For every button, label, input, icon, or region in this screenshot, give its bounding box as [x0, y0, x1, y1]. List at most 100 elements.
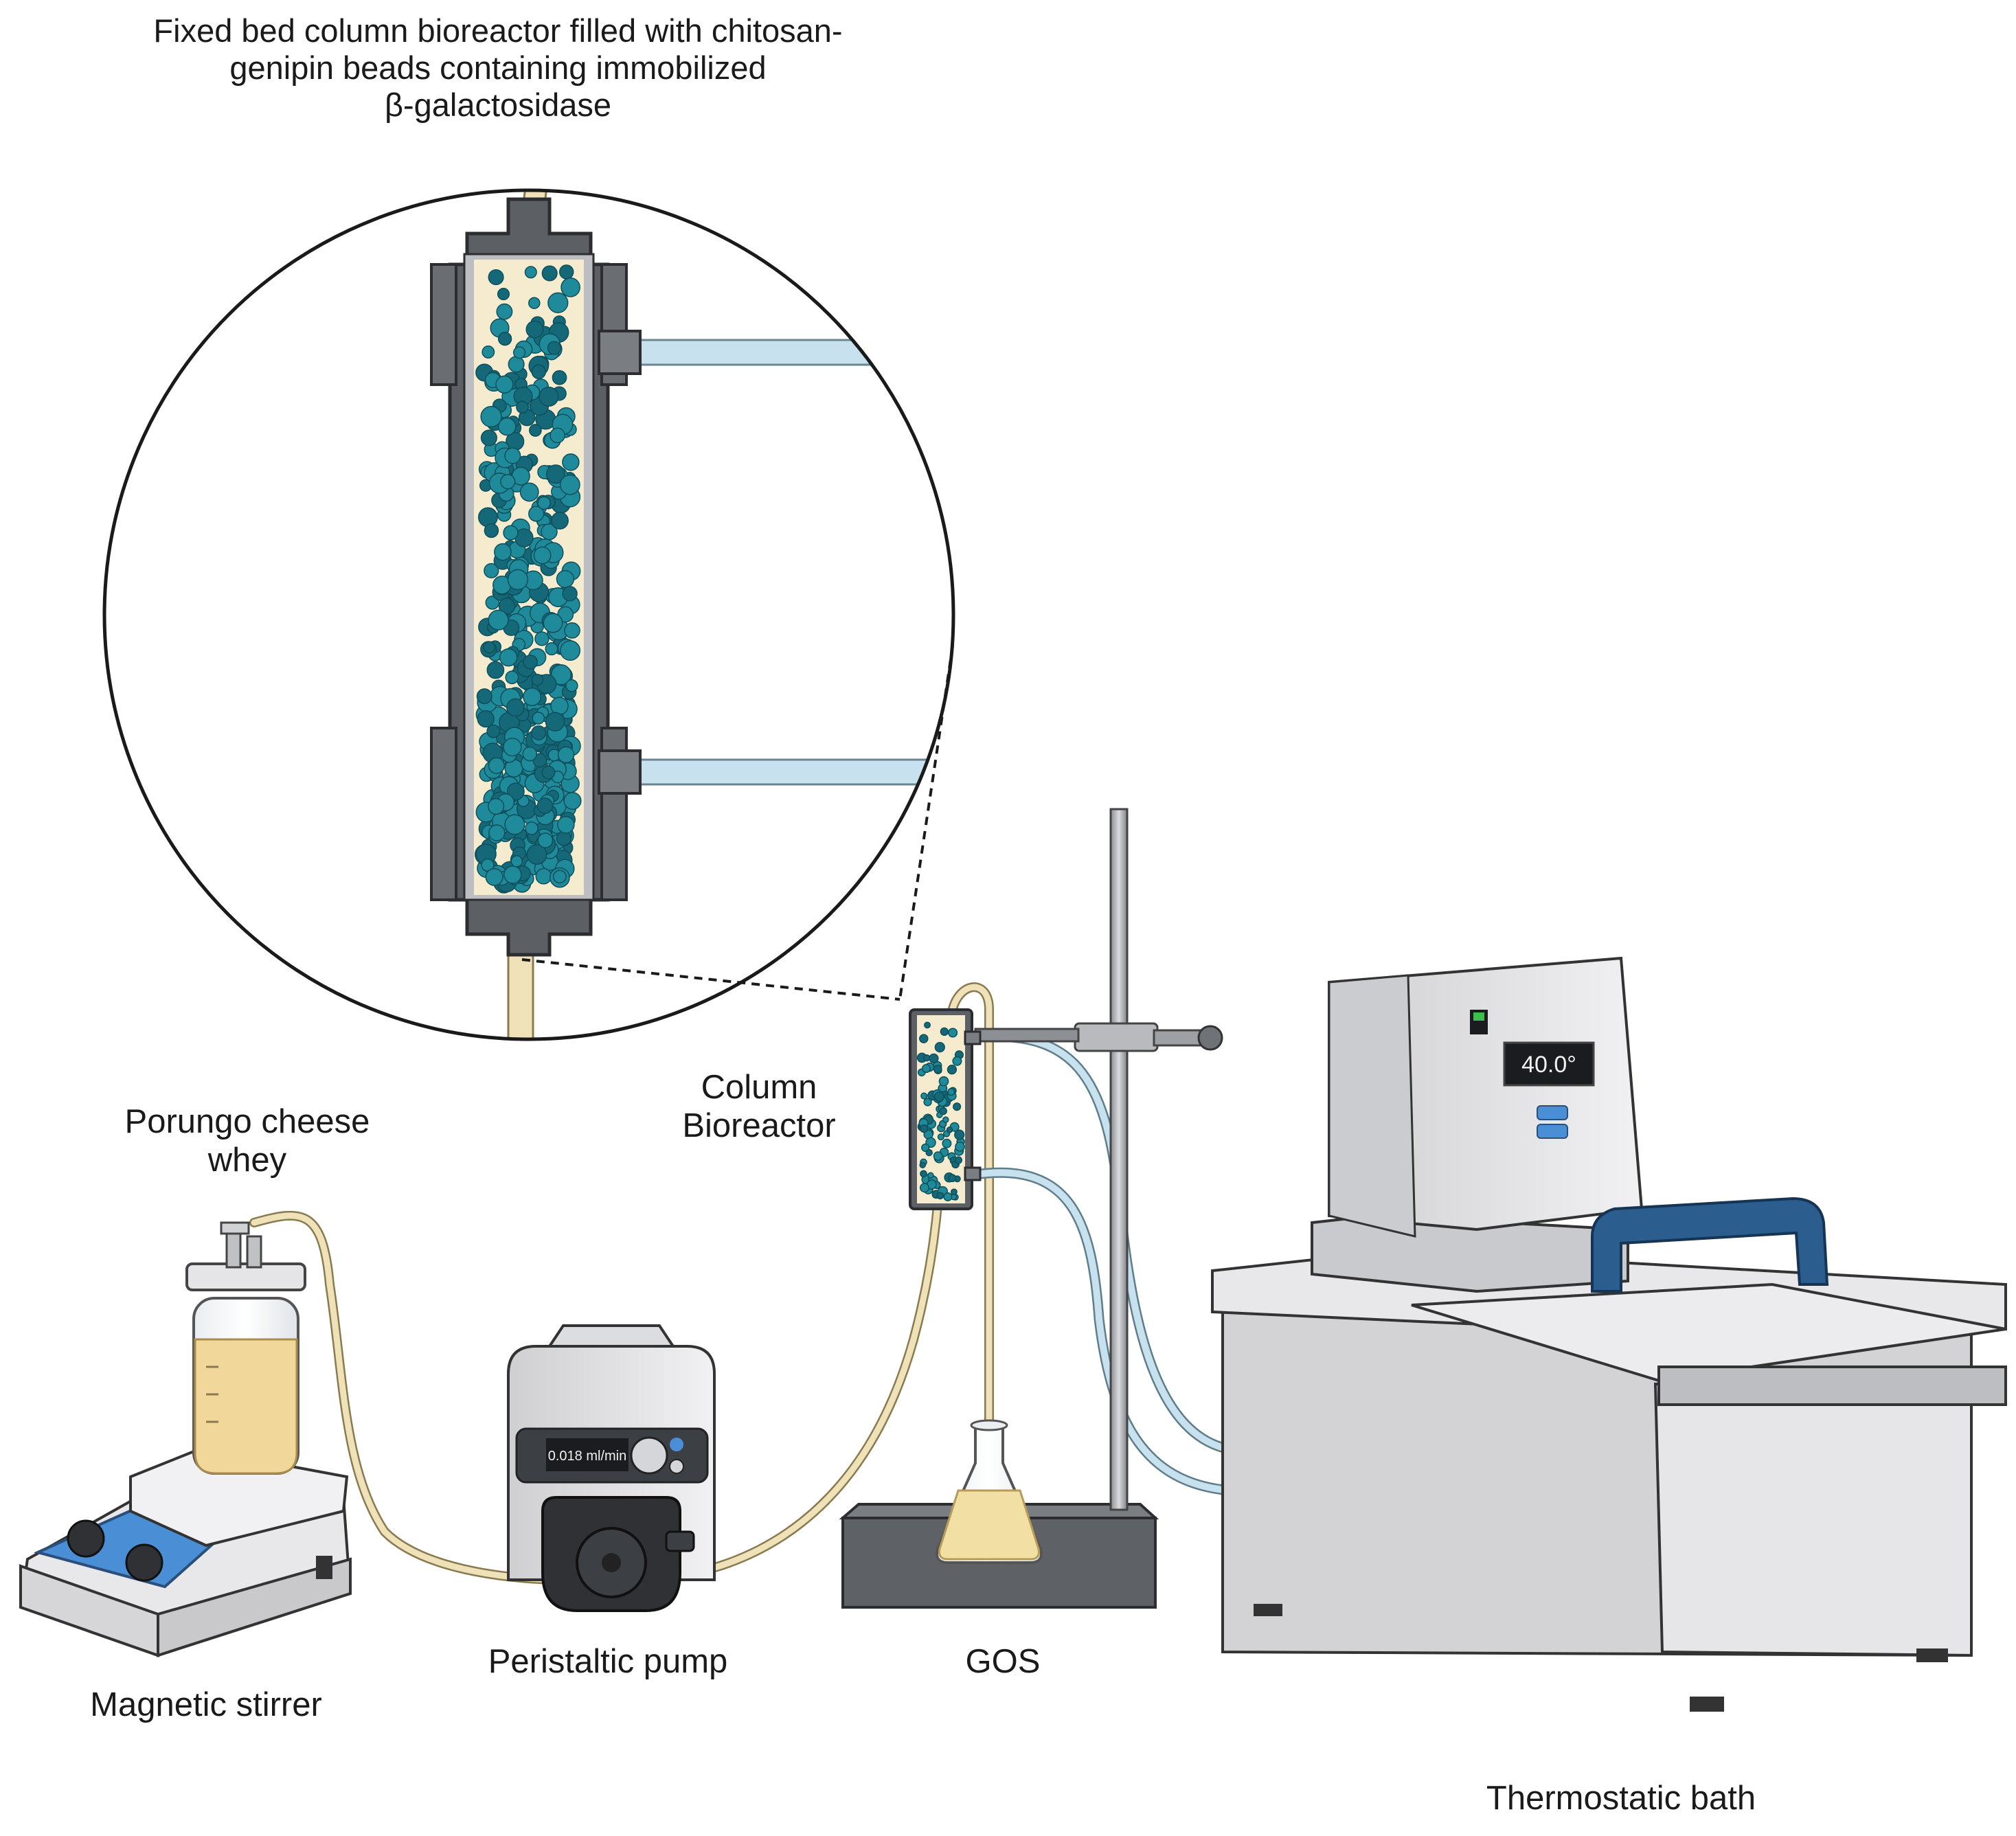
bead	[948, 1028, 958, 1038]
bead	[947, 1088, 955, 1096]
bead	[476, 688, 492, 705]
bead	[929, 1053, 939, 1064]
zoom-beads	[475, 264, 582, 894]
bath-lid-handle[interactable]	[1591, 1197, 1829, 1293]
bead	[954, 1129, 965, 1140]
bead	[955, 1142, 965, 1152]
bead	[504, 447, 521, 464]
stirrer-heat-knob[interactable]	[125, 1543, 163, 1582]
bead	[484, 563, 499, 579]
zoom-caption-line-3: β-galactosidase	[384, 87, 612, 123]
gos-label: GOS	[965, 1643, 1041, 1680]
bath-temp-up-button[interactable]	[1537, 1105, 1568, 1120]
bead	[504, 814, 525, 835]
bead	[550, 696, 569, 716]
clamp-screw[interactable]	[1197, 1025, 1223, 1051]
gos-liquid	[938, 1489, 1040, 1561]
whey-liquid	[194, 1338, 298, 1475]
bead	[480, 405, 502, 428]
bead	[525, 320, 544, 339]
bead	[523, 687, 542, 707]
bead	[563, 791, 582, 811]
bead	[486, 724, 501, 738]
bead	[921, 1064, 931, 1074]
pump-fast-forward-button[interactable]	[669, 1459, 684, 1474]
bead	[948, 1174, 957, 1183]
peristaltic-pump: 0.018 ml/min	[507, 1324, 716, 1612]
whey-bottle	[185, 1221, 306, 1475]
bead	[954, 1156, 963, 1164]
bead	[952, 1056, 962, 1066]
bead	[940, 1027, 949, 1036]
bead	[943, 1192, 953, 1201]
pump-start-button[interactable]	[670, 1438, 683, 1451]
bead	[529, 424, 542, 437]
bead	[920, 1092, 928, 1100]
bead	[486, 661, 505, 679]
pump-label: Peristaltic pump	[488, 1643, 728, 1680]
bead	[550, 427, 565, 444]
bead	[939, 1107, 947, 1115]
stirrer-power-switch[interactable]	[316, 1556, 332, 1579]
bead	[498, 598, 516, 615]
thermostatic-bath: 40.0°	[1211, 956, 2007, 1712]
bead	[531, 673, 544, 686]
bath-label: Thermostatic bath	[1486, 1780, 1756, 1817]
column-label-line-1: Column	[701, 1069, 817, 1106]
bead	[534, 631, 550, 646]
bead	[565, 679, 578, 692]
bead	[535, 868, 552, 885]
bead	[536, 797, 554, 814]
bead	[519, 482, 539, 502]
bead	[562, 453, 580, 471]
bead	[925, 1148, 933, 1157]
bead	[541, 523, 558, 541]
column-label-line-2: Bioreactor	[682, 1107, 836, 1144]
pump-navigation-pad[interactable]	[630, 1436, 668, 1475]
bead	[557, 746, 575, 764]
bead	[497, 332, 512, 346]
bead	[556, 815, 575, 834]
bead	[936, 1192, 944, 1200]
bath-temperature-readout: 40.0°	[1521, 1052, 1576, 1078]
bead	[562, 586, 578, 602]
zoom-circle-border	[102, 188, 955, 1041]
whey-label: Porungo cheese whey	[69, 1102, 426, 1179]
bead	[919, 1124, 929, 1133]
zoom-caption-line-1: Fixed bed column bioreactor filled with …	[153, 12, 843, 49]
bead	[480, 429, 497, 446]
bead	[503, 737, 522, 757]
whey-to-pump-tube	[251, 1212, 567, 1583]
bead	[525, 821, 539, 835]
bead	[558, 264, 574, 280]
bead	[505, 670, 519, 685]
zoom-caption-line-2: genipin beads containing immobilized	[229, 49, 767, 86]
bead	[937, 1133, 944, 1141]
bead	[524, 266, 537, 279]
bead	[919, 1034, 929, 1043]
stirrer-speed-knob[interactable]	[67, 1519, 105, 1558]
bead	[503, 525, 519, 541]
bead	[482, 345, 495, 359]
bead	[477, 507, 498, 528]
bead	[516, 400, 529, 414]
bath-supply-tube	[975, 1169, 1230, 1494]
bead	[528, 506, 545, 522]
bead	[547, 292, 569, 313]
bead	[543, 613, 563, 633]
zoom-upper-water-tube	[637, 339, 953, 366]
pump-head-latch[interactable]	[665, 1530, 695, 1552]
bead	[550, 664, 572, 685]
bead	[487, 797, 505, 815]
bead	[494, 543, 512, 561]
bead	[927, 1172, 934, 1179]
bead	[924, 1021, 931, 1029]
pump-display	[546, 1438, 628, 1471]
bead	[507, 569, 529, 591]
bead	[564, 622, 580, 639]
bead	[547, 341, 562, 355]
bead	[545, 464, 566, 484]
bath-temp-down-button[interactable]	[1537, 1124, 1568, 1139]
